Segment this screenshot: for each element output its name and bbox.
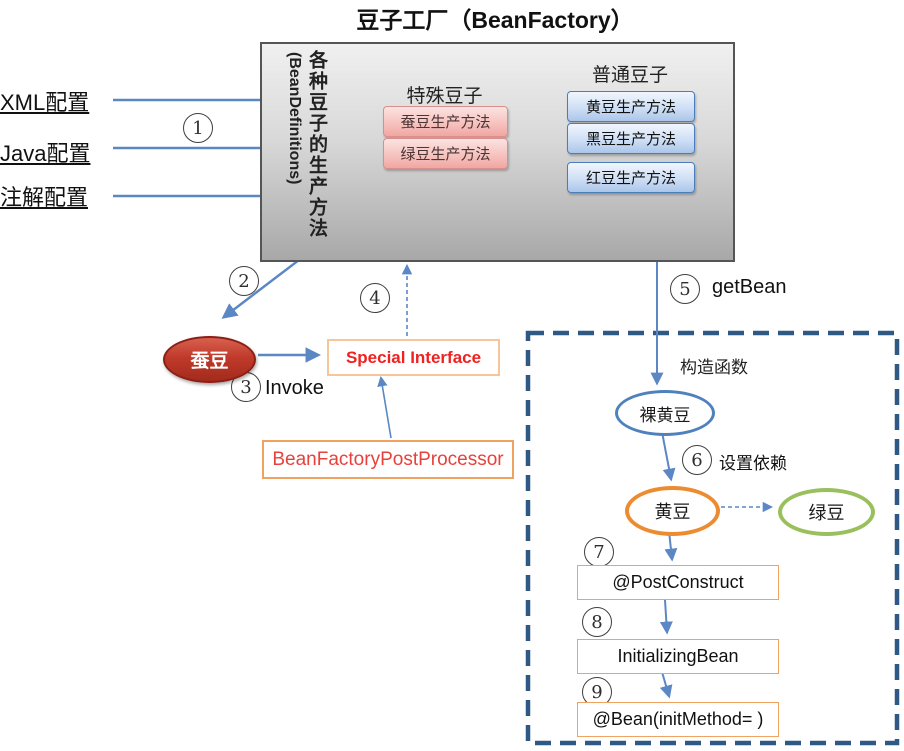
arrow-postconstruct-to-initializing <box>659 599 673 635</box>
step-2-badge: 2 <box>229 266 259 296</box>
step-1-badge: 1 <box>183 113 213 143</box>
lifecycle-dashed-container <box>525 330 900 746</box>
vertical-label-cn: 各种豆子的生产方法 <box>306 50 327 239</box>
green-bean-node: 绿豆 <box>778 488 875 536</box>
bean-init-method-box: @Bean(initMethod= ) <box>577 702 779 737</box>
step-8-badge: 8 <box>582 607 612 637</box>
step-5-badge: 5 <box>670 274 700 304</box>
step-6-badge: 6 <box>682 445 712 475</box>
normal-bean-method-black: 黑豆生产方法 <box>567 123 695 154</box>
special-bean-method-green: 绿豆生产方法 <box>383 138 508 169</box>
page-title: 豆子工厂（BeanFactory） <box>356 7 634 33</box>
special-interface-box: Special Interface <box>327 339 500 376</box>
naked-yellow-bean-node: 裸黄豆 <box>615 390 715 436</box>
special-bean-method-silkworm: 蚕豆生产方法 <box>383 106 508 137</box>
step-3-label: Invoke <box>265 377 324 399</box>
arrow-bfpp-to-interface <box>377 375 392 439</box>
normal-bean-method-red: 红豆生产方法 <box>567 162 695 193</box>
bean-definitions-vertical-label: 各种豆子的生产方法 (BeanDefinitions) <box>285 50 330 262</box>
arrow-initializing-to-initmethod <box>659 671 673 699</box>
initializing-bean-box: InitializingBean <box>577 639 779 674</box>
post-construct-box: @PostConstruct <box>577 565 779 600</box>
step-7-badge: 7 <box>584 537 614 567</box>
config-source-java: Java配置 <box>0 141 91 166</box>
vertical-label-en: (BeanDefinitions) <box>286 52 303 185</box>
step-4-badge: 4 <box>360 283 390 313</box>
normal-bean-method-yellow: 黄豆生产方法 <box>567 91 695 122</box>
normal-beans-title: 普通豆子 <box>591 65 668 86</box>
special-beans-title: 特殊豆子 <box>406 86 483 107</box>
arrow-naked-to-yellow <box>661 431 676 482</box>
step-6-label: 设置依赖 <box>719 454 787 473</box>
yellow-bean-node: 黄豆 <box>625 486 720 536</box>
constructor-label: 构造函数 <box>680 358 748 377</box>
config-source-xml: XML配置 <box>0 90 90 115</box>
silkworm-bean-node: 蚕豆 <box>163 336 256 383</box>
step-5-label: getBean <box>712 276 787 298</box>
bean-factory-post-processor-box: BeanFactoryPostProcessor <box>262 440 514 479</box>
config-source-annotation: 注解配置 <box>0 185 89 210</box>
